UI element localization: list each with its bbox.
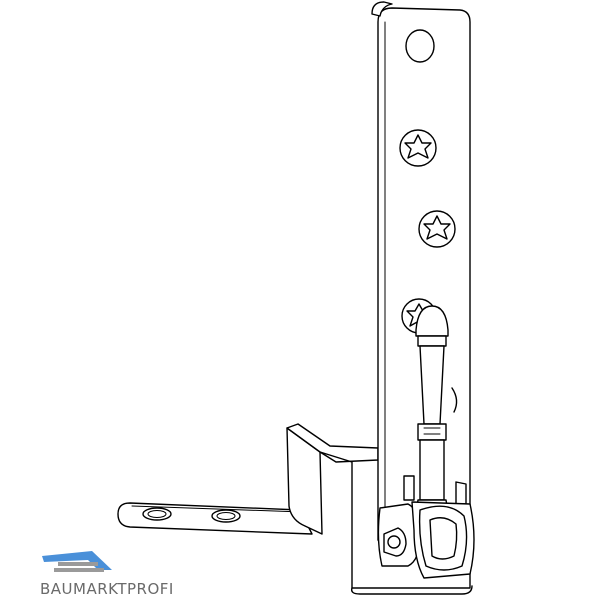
- top-hole: [405, 29, 435, 63]
- slot-hole-left: [142, 507, 172, 521]
- lower-flange: [286, 427, 323, 535]
- watermark-text: BAUMARKTPROFI: [40, 580, 174, 598]
- knuckle-bolt: [383, 527, 407, 557]
- side-bumps: [403, 387, 467, 505]
- bottom-tab: [117, 502, 313, 535]
- hinge-knuckle: [377, 501, 475, 579]
- hinge-pin: [415, 305, 449, 513]
- watermark-logo: [42, 551, 112, 572]
- torx-screw-1: [399, 129, 437, 167]
- slot-hole-right: [211, 509, 241, 523]
- torx-screw-2: [418, 210, 456, 248]
